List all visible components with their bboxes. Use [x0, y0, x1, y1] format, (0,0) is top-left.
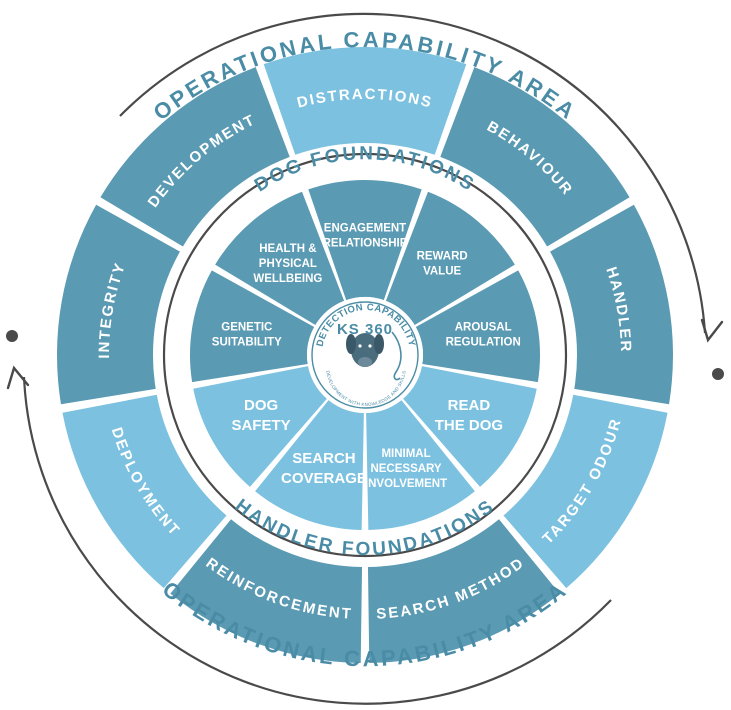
inner-segment-4 [366, 400, 475, 530]
leash-icon [391, 331, 402, 381]
outer-ring-arc-left [22, 376, 612, 705]
foundations-ring [162, 152, 568, 558]
arrow-head-right-icon [700, 318, 724, 343]
outer-segment-5 [170, 519, 363, 663]
outer-ring-arc-right [119, 12, 707, 334]
inner-segment-5 [255, 400, 364, 530]
inner-segment-7 [190, 270, 315, 383]
outer-segment-1 [440, 67, 630, 247]
outer-segment-4 [367, 519, 560, 663]
inner-segment-0 [308, 180, 422, 301]
outer-segment-3 [503, 394, 668, 589]
inner-segment-8 [215, 191, 345, 326]
logo-outline [311, 301, 419, 409]
outer-segment-6 [62, 394, 227, 589]
inner-segment-1 [385, 191, 515, 326]
dog-head-icon [346, 333, 384, 367]
center-logo: DETECTION CAPABILITY DEVELOPMENT WITH KN… [307, 297, 423, 413]
inner-segment-6 [193, 366, 327, 487]
ring-dot-left-icon [6, 330, 18, 342]
outer-segment-7 [56, 204, 180, 405]
outer-segment-8 [100, 67, 290, 247]
arrow-head-left-icon [6, 365, 30, 390]
ring-dot-right-icon [712, 368, 724, 380]
inner-segment-3 [403, 366, 537, 487]
foundations-ring-line [162, 152, 568, 558]
inner-segment-2 [415, 270, 540, 383]
outer-segment-2 [550, 204, 673, 405]
logo-center-text: KS 360 [337, 321, 393, 338]
outer-ring-arrows [6, 12, 724, 705]
outer-segment-0 [263, 47, 467, 155]
